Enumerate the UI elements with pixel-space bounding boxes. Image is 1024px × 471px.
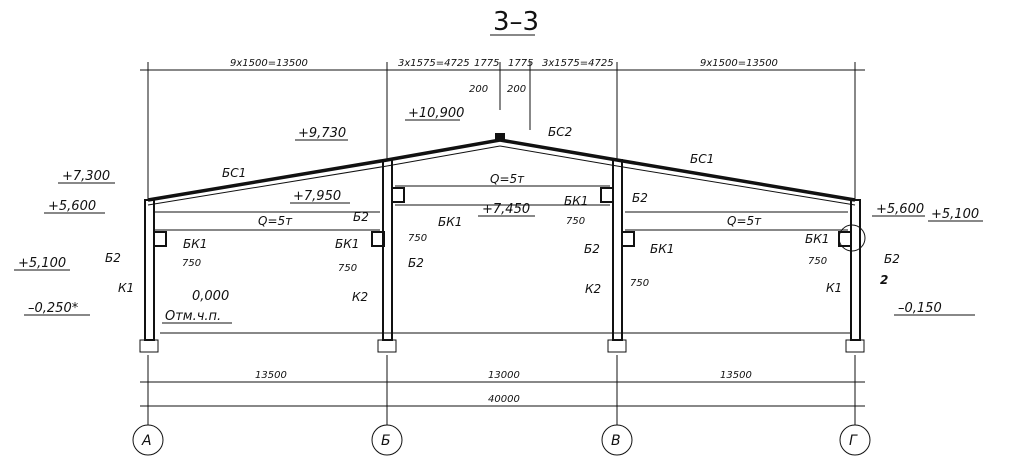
label-crane-mid: Q=5т (490, 172, 525, 186)
label-bs1-right: БС1 (690, 152, 714, 166)
dim-total: 40000 (488, 394, 520, 405)
axis-label-b: Б (381, 433, 391, 449)
dim-midright-panels: 3x1575=4725 (542, 58, 614, 69)
elev-mid-upper: +7,950 (293, 189, 341, 204)
label-bs1-left: БС1 (222, 166, 246, 180)
column-a (144, 199, 155, 341)
label-k2-v: К2 (585, 282, 601, 296)
elevation-marks: +10,900 +9,730 +7,300 +5,600 +5,100 –0,2… (14, 106, 983, 324)
bottom-dimension-chains: 13500 13000 13500 40000 (140, 355, 865, 425)
dim-midleft-panels: 3x1575=4725 (398, 58, 470, 69)
dim-span-mid: 13000 (488, 370, 520, 381)
label-b2-right: Б2 (884, 252, 900, 266)
label-bk1-right: БК1 (805, 232, 829, 246)
axis-bubble-v (601, 424, 633, 456)
elev-floor-zero: 0,000 (192, 289, 229, 304)
label-bk1-v: БК1 (650, 242, 674, 256)
label-b2-b-upper: Б2 (353, 210, 369, 224)
dim-bracket-v-upper: 750 (566, 216, 585, 227)
dim-bracket-v-lower: 750 (630, 278, 649, 289)
section-title: 3–3 (493, 7, 539, 37)
dim-right-panels: 9x1500=13500 (700, 58, 778, 69)
label-k2-b: К2 (352, 290, 368, 304)
elev-left-eave: +7,300 (62, 169, 110, 184)
footing-v (607, 339, 627, 353)
columns (139, 159, 865, 353)
elev-left-slope: +9,730 (298, 126, 346, 141)
bracket-dimensions: 750 750 750 750 750 750 (182, 216, 827, 289)
label-b2-left: Б2 (105, 251, 121, 265)
dim-ridge-offset-left: 200 (469, 84, 488, 95)
elev-left-crane-top: +5,600 (48, 199, 96, 214)
axis-bubble-b (371, 424, 403, 456)
elev-left-ground: –0,250* (28, 301, 79, 316)
elev-mid-crane: +7,450 (482, 202, 530, 217)
dim-ridge-right: 1775 (508, 58, 533, 69)
dim-bracket-b-upper: 750 (408, 233, 427, 244)
label-k1-left: К1 (118, 281, 134, 295)
element-labels: БС1 БС2 БС1 Q=5т Q=5т Q=5т Б2 БК1 К1 Б2 … (105, 125, 900, 304)
column-g (850, 199, 861, 341)
ridge-node (495, 133, 505, 141)
axis-label-g: Г (849, 433, 858, 449)
label-bk1-v-upper: БК1 (564, 194, 588, 208)
label-b2-b-lower: Б2 (408, 256, 424, 270)
label-k1-right: К1 (826, 281, 842, 295)
top-dimension-chain: 9x1500=13500 3x1575=4725 1775 1775 3x157… (140, 58, 865, 200)
elev-right-crane-rail: +5,100 (931, 207, 979, 222)
roof-rafters (147, 133, 856, 206)
dim-bracket-a: 750 (182, 258, 201, 269)
tie-beams (155, 185, 848, 231)
label-node-2: 2 (880, 273, 888, 287)
label-b2-v-upper: Б2 (632, 191, 648, 205)
label-bk1-b: БК1 (335, 237, 359, 251)
axis-bubbles: А Б В Г (132, 424, 871, 456)
label-bk1-left: БК1 (183, 237, 207, 251)
label-crane-right: Q=5т (727, 214, 762, 228)
axis-label-a: А (141, 433, 152, 449)
axis-bubble-a (132, 424, 164, 456)
axis-label-v: В (611, 433, 621, 449)
footing-a (139, 339, 159, 353)
dim-span-left: 13500 (255, 370, 287, 381)
dim-span-right: 13500 (720, 370, 752, 381)
dim-bracket-b-lower: 750 (338, 263, 357, 274)
dim-left-panels: 9x1500=13500 (230, 58, 308, 69)
label-crane-left: Q=5т (258, 214, 293, 228)
label-b2-v-lower: Б2 (584, 242, 600, 256)
elev-right-crane-top: +5,600 (876, 202, 924, 217)
footing-b (377, 339, 397, 353)
elev-floor-note: Отм.ч.п. (165, 309, 221, 324)
node-callout-circle (838, 224, 866, 252)
elev-ridge: +10,900 (408, 106, 464, 121)
column-b (382, 159, 393, 341)
label-bs2: БС2 (548, 125, 572, 139)
column-v (612, 159, 623, 341)
axis-bubble-g (839, 424, 871, 456)
dim-ridge-left: 1775 (474, 58, 499, 69)
dim-bracket-g: 750 (808, 256, 827, 267)
label-bk1-b-upper: БК1 (438, 215, 462, 229)
elev-left-crane-rail: +5,100 (18, 256, 66, 271)
dim-ridge-offset-right: 200 (507, 84, 526, 95)
footing-g (845, 339, 865, 353)
elev-right-ground: –0,150 (898, 301, 942, 316)
